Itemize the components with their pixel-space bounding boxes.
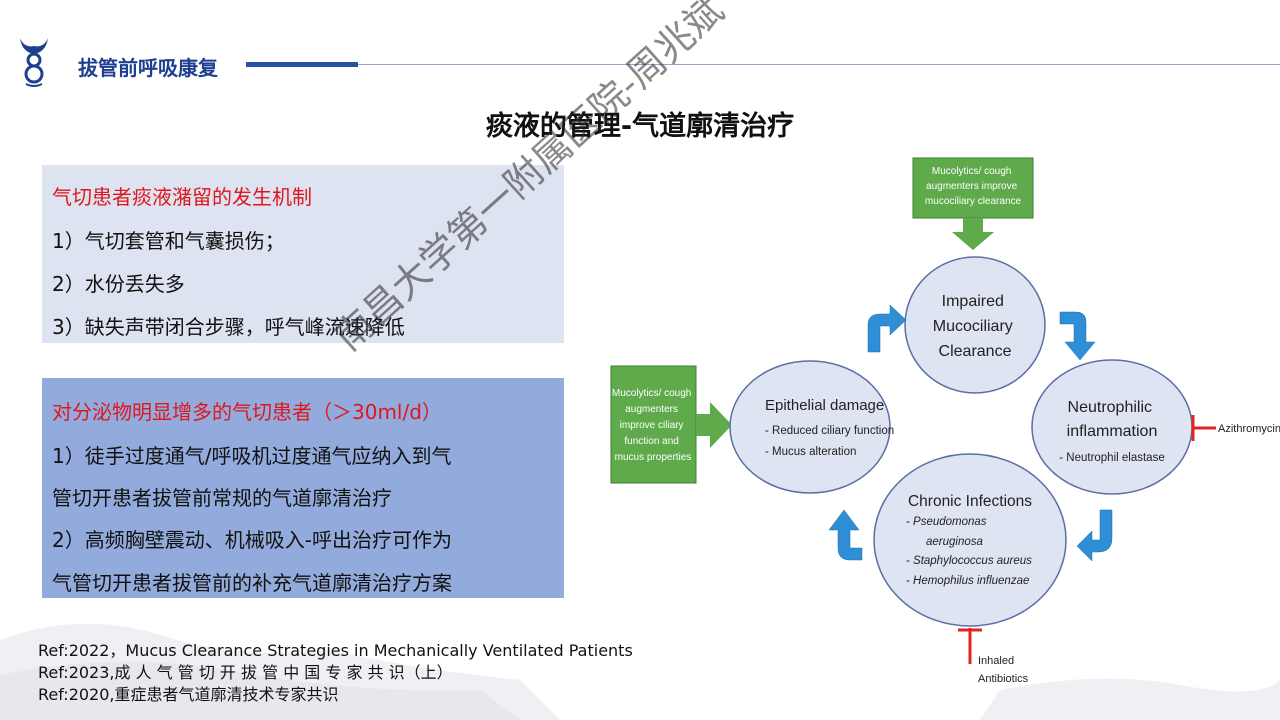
svg-text:Inhaled Antibiotics: Inhaled Antibiotics [978,655,1029,685]
epithelial-damage-oval [729,360,891,494]
mechanism-item: 1）气切套管和气囊损伤； [52,229,285,253]
mechanism-box: 气切患者痰液潴留的发生机制 1）气切套管和气囊损伤； 2）水份丢失多 3）缺失声… [42,165,564,343]
cycle-arrow-icon [1076,509,1113,562]
svg-text:- Pseudomonas aeruginosa: - Pseudomonas aeruginosa - Staphylococcu… [906,516,1035,587]
mechanism-item: 2）水份丢失多 [52,272,185,296]
cycle-arrow-icon [1059,311,1096,361]
svg-text:- Reduced ciliary function: - Reduced ciliary function - Mucus alter… [765,425,897,458]
cycle-arrow-icon [828,509,863,561]
recommendation-line: 2）高频胸壁震动、机械吸入-呼出治疗可作为 [52,528,452,552]
slide-title: 痰液的管理-气道廓清治疗 [485,111,795,142]
azithromycin-inhibitor [1191,415,1216,441]
mechanism-heading: 气切患者痰液潴留的发生机制 [52,185,312,209]
svg-text:Epithelial damage: Epithelial damage [765,397,884,414]
svg-text:Chronic Infections: Chronic Infections [908,493,1032,510]
svg-text:Impaired Mucociliary C: Impaired Mucociliary Clearance [933,293,1017,360]
top-intervention-arrow [952,218,994,250]
reference-line: Ref:2022，Mucus Clearance Strategies in M… [38,641,633,660]
left-intervention-arrow [696,402,732,448]
recommendation-box: 对分泌物明显增多的气切患者（＞30ml/d） 1）徒手过度通气/呼吸机过度通气应… [42,378,564,598]
svg-text:Mucolytics/ cough augmente: Mucolytics/ cough augmenters improve muc… [925,166,1022,207]
left-intervention-box [610,365,697,484]
mountain-background [0,623,1280,720]
section-title: 拔管前呼吸康复 [78,56,218,80]
top-intervention-box [912,157,1034,219]
reference-line: Ref:2023,成 人 气 管 切 开 拔 管 中 国 专 家 共 识（上） [38,663,453,682]
recommendation-heading: 对分泌物明显增多的气切患者（＞30ml/d） [52,400,442,424]
chronic-infections-oval [873,453,1067,627]
mechanism-item: 3）缺失声带闭合步骤，呼气峰流速降低 [52,315,405,339]
header-accent-bar [246,62,358,67]
svg-text:Mucolytics/ cough augmente: Mucolytics/ cough augmenters improve cil… [612,388,694,463]
inhaled-antibiotics-inhibitor [958,628,982,664]
svg-text:Neutrophilic inflammation: Neutrophilic inflammation [1067,399,1158,440]
university-logo-icon [20,38,48,87]
svg-text:Azithromycin: Azithromycin [1218,423,1280,435]
recommendation-line: 管切开患者拔管前常规的气道廓清治疗 [52,486,392,510]
recommendation-line: 气管切开患者拔管前的补充气道廓清治疗方案 [52,571,452,595]
header-divider [358,64,1280,65]
reference-line: Ref:2020,重症患者气道廓清技术专家共识 [38,685,339,704]
airway-clearance-cycle-diagram: Mucolytics/ cough augmenters improve muc… [610,157,1280,685]
recommendation-line: 1）徒手过度通气/呼吸机过度通气应纳入到气 [52,444,452,468]
impaired-clearance-oval [904,256,1046,394]
cycle-arrow-icon [867,304,907,353]
references: Ref:2022，Mucus Clearance Strategies in M… [38,640,633,706]
svg-text:- Neutrophil elastase: - Neutrophil elastase [1059,452,1164,464]
